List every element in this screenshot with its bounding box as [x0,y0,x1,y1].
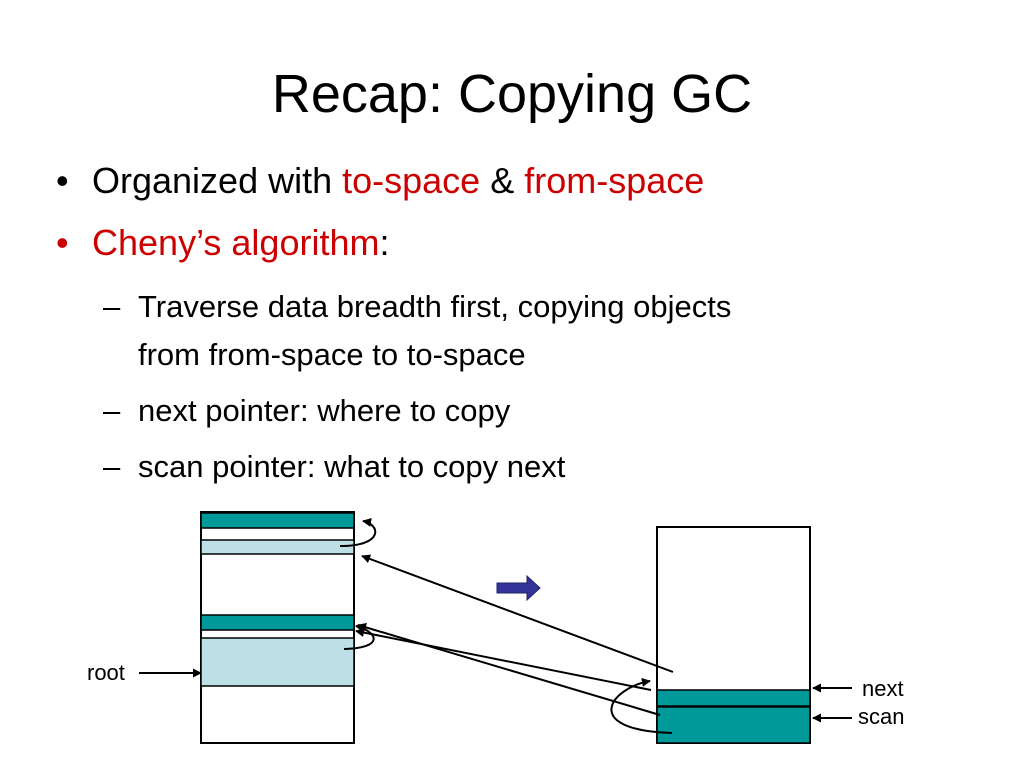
text-to-space: to-space [342,160,481,201]
from-space-object-light-1 [200,539,355,555]
next-label: next [862,676,904,701]
bullet-text: Cheny’s algorithm: [92,222,390,264]
text-colon: : [379,222,390,263]
bullet-text: Organized with to-space & from-space [92,160,704,202]
subbullet-text: next pointer: where to copy [138,393,511,428]
bullet-marker: • [56,222,69,263]
subbullet-marker: – [103,449,121,484]
to-space-object-1 [656,689,811,707]
slide-title: Recap: Copying GC [271,64,753,124]
pointer-arrow-lower [355,628,652,691]
right-arrow-icon [496,574,541,602]
text-ampersand: & [480,160,525,201]
subbullet-marker: – [103,393,121,428]
subbullet-line-2: from from-space to to-space [138,337,526,372]
subbullet-marker: – [103,289,121,324]
pointer-arrow-middle [357,623,661,716]
subbullet-text: scan pointer: what to copy next [138,449,566,484]
subbullet-line-1: Traverse data breadth first, copying obj… [138,289,732,324]
from-space-block [200,511,355,744]
bullet-marker: • [56,160,69,201]
to-space-object-2 [656,706,811,744]
forward-arrow-top [339,517,377,547]
from-space-object-teal-1 [200,512,355,529]
scan-label: scan [858,704,904,729]
text-from-space: from-space [524,160,705,201]
to-space-curved-arrow [610,677,673,734]
from-space-object-teal-2 [200,614,355,631]
text-chenys-algorithm: Cheny’s algorithm [92,222,380,263]
to-space-block [656,526,811,744]
root-label: root [87,660,125,685]
text-organized-with: Organized with [92,160,343,201]
from-space-object-light-2 [200,637,355,687]
pointer-arrow-upper [361,554,674,673]
